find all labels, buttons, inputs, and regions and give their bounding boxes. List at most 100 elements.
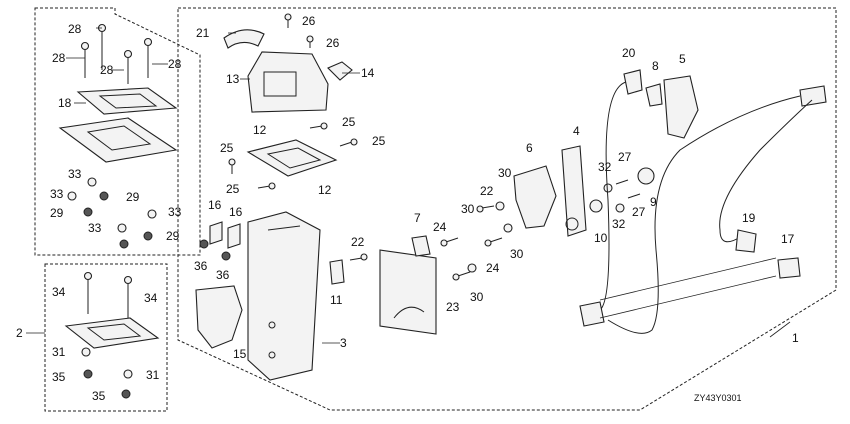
washer-33-c xyxy=(117,223,127,233)
callout-3: 3 xyxy=(340,336,347,350)
washer-33-d xyxy=(147,209,157,219)
washer-36-a xyxy=(199,239,209,249)
callout-36-a: 36 xyxy=(194,259,208,273)
wire-harness-1 xyxy=(589,81,801,334)
lower-bracket-group-outline xyxy=(44,263,168,412)
callout-27-b: 27 xyxy=(632,205,646,219)
callout-26-b: 26 xyxy=(326,36,340,50)
callout-34-b: 34 xyxy=(144,291,158,305)
spacer-block xyxy=(64,317,160,349)
callout-25-d: 25 xyxy=(226,182,240,196)
callout-31-a: 31 xyxy=(52,345,66,359)
callout-30-b: 30 xyxy=(461,202,475,216)
callout-5: 5 xyxy=(679,52,686,66)
callout-21: 21 xyxy=(196,26,210,40)
callout-30-c: 30 xyxy=(510,247,524,261)
cable-19 xyxy=(719,99,813,243)
screw-26-a xyxy=(284,13,292,28)
callout-33-a: 33 xyxy=(68,167,82,181)
washer-30-b xyxy=(503,223,513,233)
gasket xyxy=(58,117,178,163)
cover-13 xyxy=(247,51,329,113)
bracket-12 xyxy=(246,139,338,177)
callout-35-b: 35 xyxy=(92,389,106,403)
callout-10: 10 xyxy=(594,231,608,245)
callout-13: 13 xyxy=(226,72,240,86)
lever-housing-6 xyxy=(513,165,557,229)
plate-18 xyxy=(76,87,178,115)
main-assembly-outline xyxy=(177,7,837,411)
callout-24-a: 24 xyxy=(433,220,447,234)
callout-9: 9 xyxy=(650,195,657,209)
callout-25-c: 25 xyxy=(220,141,234,155)
washer-32-a xyxy=(603,183,613,193)
bolt-28-b xyxy=(80,41,90,78)
housing-3 xyxy=(247,211,321,381)
screw-25-a xyxy=(309,122,328,130)
callout-33-d: 33 xyxy=(168,205,182,219)
washer-30-a xyxy=(495,201,505,211)
callout-29-c: 29 xyxy=(166,229,180,243)
callout-20: 20 xyxy=(622,46,636,60)
callout-6: 6 xyxy=(526,141,533,155)
screw-25-b xyxy=(339,138,358,147)
washer-33-a xyxy=(87,177,97,187)
bracket-group-outline xyxy=(34,7,201,256)
gasket-plate xyxy=(379,249,437,335)
bolt-24-b xyxy=(484,237,503,247)
callout-17: 17 xyxy=(781,232,795,246)
callout-32-b: 32 xyxy=(612,217,626,231)
washer-36-b xyxy=(221,251,231,261)
callout-25-b: 25 xyxy=(372,134,386,148)
callout-11: 11 xyxy=(330,293,343,307)
plate-15 xyxy=(195,285,243,349)
screw-25-d xyxy=(257,182,276,190)
switch-11 xyxy=(329,259,345,285)
washer-33-b xyxy=(67,191,77,201)
callout-30-d: 30 xyxy=(470,290,484,304)
callout-labels: 1 2 3 4 5 6 7 8 9 10 11 12 12 13 14 15 1… xyxy=(16,14,799,403)
bolt-27-b xyxy=(627,193,641,199)
grommet-9 xyxy=(637,167,655,185)
callout-18: 18 xyxy=(58,96,72,110)
bolt-22-a xyxy=(349,253,368,261)
clip-14 xyxy=(327,61,353,81)
callout-7: 7 xyxy=(414,211,421,225)
callout-12-a: 12 xyxy=(253,123,267,137)
callout-29-b: 29 xyxy=(50,206,64,220)
callout-32-a: 32 xyxy=(598,160,612,174)
nut-29-d xyxy=(119,239,129,249)
callout-26-a: 26 xyxy=(302,14,316,28)
washer-30-c xyxy=(467,263,477,273)
callout-1: 1 xyxy=(792,331,799,345)
callout-30-a: 30 xyxy=(498,166,512,180)
callout-23: 23 xyxy=(446,300,460,314)
callout-33-c: 33 xyxy=(88,221,102,235)
callout-2: 2 xyxy=(16,326,23,340)
callout-15: 15 xyxy=(233,347,247,361)
callout-22-a: 22 xyxy=(480,184,494,198)
callout-34-a: 34 xyxy=(52,285,66,299)
arm-4 xyxy=(561,145,587,237)
callout-22-b: 22 xyxy=(351,235,365,249)
callout-19: 19 xyxy=(742,211,756,225)
callout-36-b: 36 xyxy=(216,268,230,282)
callout-28-d: 28 xyxy=(168,57,182,71)
bolt-22-b xyxy=(476,205,495,213)
callout-4: 4 xyxy=(573,124,580,138)
callout-24-b: 24 xyxy=(486,261,500,275)
handle-5 xyxy=(663,75,699,139)
callout-28-a: 28 xyxy=(68,22,82,36)
clip-16-b xyxy=(227,223,241,249)
callout-16-a: 16 xyxy=(208,198,222,212)
bushing-10 xyxy=(589,199,603,213)
diagram-code: ZY43Y0301 xyxy=(694,393,742,403)
callout-12-b: 12 xyxy=(318,183,332,197)
switch-20 xyxy=(623,69,643,95)
callout-29-a: 29 xyxy=(126,190,140,204)
nut-29-c xyxy=(143,231,153,241)
bolt-28-c xyxy=(123,49,133,84)
callout-14: 14 xyxy=(361,66,375,80)
bolt-23 xyxy=(452,271,471,281)
